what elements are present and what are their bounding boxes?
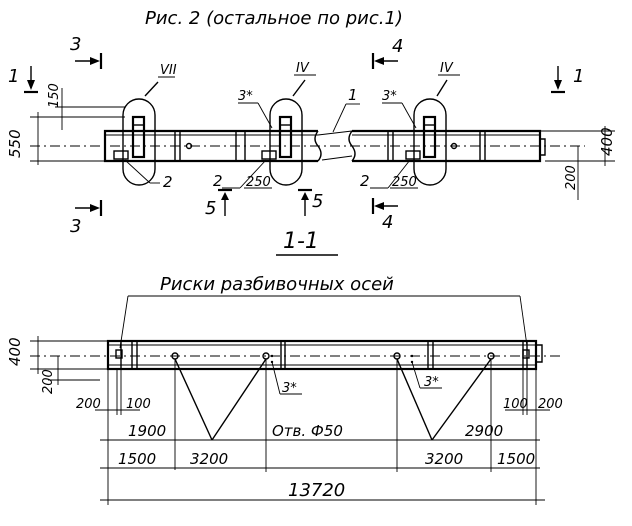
top-beam	[30, 129, 585, 163]
svg-text:1500: 1500	[118, 450, 156, 468]
top-right-dims: 400 200	[540, 126, 616, 200]
svg-text:4: 4	[392, 36, 403, 57]
svg-text:200: 200	[538, 397, 563, 412]
svg-text:13720: 13720	[288, 480, 345, 501]
svg-text:2: 2	[360, 172, 370, 190]
svg-text:2: 2	[213, 172, 223, 190]
top-callout-3star: 3* 3*	[238, 89, 417, 129]
axis-marks-note: Риски разбивочных осей	[160, 274, 394, 295]
svg-text:3: 3	[70, 216, 81, 237]
hole-leaders: Отв. Ф50	[174, 358, 492, 441]
svg-text:1: 1	[573, 66, 584, 87]
svg-text:1500: 1500	[497, 450, 535, 468]
node-vii: VII	[113, 63, 177, 186]
svg-text:3200: 3200	[190, 450, 228, 468]
svg-text:1: 1	[348, 86, 358, 104]
svg-text:200: 200	[564, 165, 579, 190]
node-iv-b: IV	[405, 61, 460, 186]
bottom-dim-row3: 1500 3200 3200 1500	[100, 359, 540, 472]
svg-text:1900: 1900	[128, 422, 166, 440]
svg-text:IV: IV	[440, 61, 454, 76]
svg-text:3*: 3*	[238, 89, 253, 104]
figure-caption: Рис. 2 (остальное по рис.1)	[145, 8, 403, 29]
section-mark-4: 4 4	[371, 36, 403, 233]
node-iv-a: IV	[261, 61, 316, 186]
svg-text:4: 4	[382, 212, 393, 233]
svg-text:550: 550	[6, 129, 24, 158]
svg-text:100: 100	[503, 397, 528, 412]
svg-text:3200: 3200	[425, 450, 463, 468]
section-title: 1-1	[276, 229, 338, 256]
svg-text:200: 200	[76, 397, 101, 412]
svg-text:3*: 3*	[424, 375, 439, 390]
section-mark-1: 1 1	[8, 66, 584, 94]
svg-text:400: 400	[6, 337, 24, 366]
svg-text:3*: 3*	[282, 381, 297, 396]
bottom-beam	[30, 339, 560, 371]
svg-text:100: 100	[126, 397, 151, 412]
bottom-dim-row1: 200 100 100 200	[76, 369, 563, 505]
svg-text:3*: 3*	[382, 89, 397, 104]
bottom-callout-3star: 3* 3*	[271, 361, 442, 396]
callouts-2: 2 2 2	[124, 159, 411, 191]
section-mark-3: 3 3	[70, 34, 103, 237]
svg-text:1: 1	[8, 66, 19, 87]
svg-text:250: 250	[246, 175, 271, 190]
svg-text:VII: VII	[160, 63, 177, 78]
svg-text:150: 150	[47, 83, 62, 108]
svg-text:2900: 2900	[465, 422, 503, 440]
svg-text:IV: IV	[296, 61, 310, 76]
svg-text:3: 3	[70, 34, 81, 55]
svg-text:5: 5	[205, 198, 216, 219]
svg-text:5: 5	[312, 191, 323, 212]
svg-text:400: 400	[598, 127, 616, 156]
svg-text:Отв. Ф50: Отв. Ф50	[272, 422, 343, 440]
svg-text:2: 2	[163, 173, 173, 191]
svg-text:250: 250	[392, 175, 417, 190]
section-mark-5: 5 5	[205, 188, 323, 219]
top-dim-250: 250 250	[244, 175, 418, 190]
bottom-dim-row2: 1900 2900	[100, 359, 540, 470]
callout-1: 1	[332, 86, 360, 133]
bottom-left-dims: 400 200	[6, 336, 108, 394]
top-left-dims: 150 550	[6, 83, 125, 165]
bottom-dim-overall: 13720	[100, 480, 545, 501]
svg-text:200: 200	[41, 369, 56, 394]
svg-text:1-1: 1-1	[283, 229, 319, 254]
